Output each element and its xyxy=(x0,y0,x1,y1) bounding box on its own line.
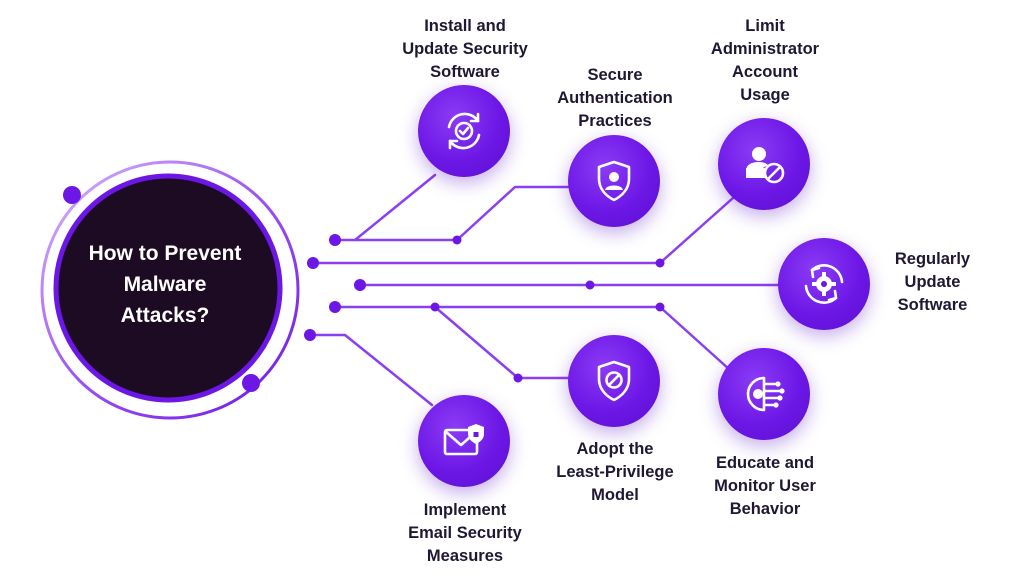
connector-email xyxy=(308,333,434,407)
refresh-check-icon xyxy=(447,112,481,150)
junction-dot xyxy=(354,279,366,291)
junction-dot xyxy=(452,235,462,245)
shield-user-icon xyxy=(597,160,631,202)
label-limit-admin: Limit Administrator Account Usage xyxy=(710,17,820,104)
connector-educate xyxy=(433,305,570,380)
connector-install xyxy=(333,173,437,242)
circle-limit-admin xyxy=(718,118,810,210)
circle-secure-authentication xyxy=(568,135,660,227)
user-block-icon xyxy=(746,147,785,184)
connector-least-privilege xyxy=(333,305,732,372)
circle-install-security xyxy=(418,85,510,177)
junction-dot xyxy=(513,373,523,383)
outer-ring xyxy=(40,160,300,420)
junction-dot xyxy=(304,329,316,341)
label-email-security: Implement Email Security Measures xyxy=(408,501,522,565)
junction-dot xyxy=(655,258,665,268)
circle-least-privilege xyxy=(568,335,660,427)
circle-regular-update xyxy=(778,238,870,330)
shield-block-icon xyxy=(597,360,631,402)
ring-dot-bottom xyxy=(242,374,260,392)
circle-educate-monitor xyxy=(718,348,810,440)
envelope-shield-icon xyxy=(443,424,484,456)
circle-email-security xyxy=(418,395,510,487)
brain-circuit-icon xyxy=(746,376,785,412)
gear-refresh-icon xyxy=(804,264,844,304)
label-install-security: Install and Update Security Software xyxy=(402,17,528,81)
junction-dot xyxy=(655,302,665,312)
ring-dot-top xyxy=(63,186,81,204)
center-title-line: Attacks? xyxy=(120,304,210,327)
junction-dot xyxy=(329,301,341,313)
junction-dot xyxy=(585,280,595,290)
junction-dot xyxy=(430,302,440,312)
center-title-line: How to Prevent xyxy=(88,242,242,265)
center-title: How to Prevent Malware Attacks? xyxy=(60,238,270,331)
label-least-privilege: Adopt the Least-Privilege Model xyxy=(556,440,674,504)
label-educate-monitor: Educate and Monitor User Behavior xyxy=(714,454,816,518)
junction-dot xyxy=(307,257,319,269)
center-disc xyxy=(53,173,283,403)
connector-admin xyxy=(313,196,735,265)
junction-dot xyxy=(329,234,341,246)
connector-authentication xyxy=(353,185,570,242)
label-regular-update: Regularly Update Software xyxy=(894,250,971,314)
center-title-line: Malware xyxy=(123,273,207,296)
label-secure-authentication: Secure Authentication Practices xyxy=(557,66,673,130)
